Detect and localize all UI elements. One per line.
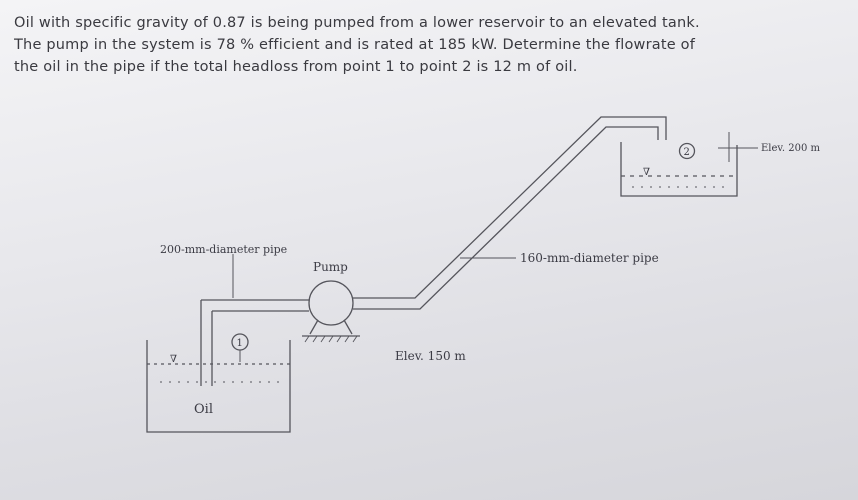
problem-line-3: the oil in the pipe if the total headlos…	[14, 59, 578, 75]
pump-label: Pump	[313, 260, 348, 274]
suction-pipe-label: 200-mm-diameter pipe	[160, 243, 287, 256]
discharge-pipe-label: 160-mm-diameter pipe	[520, 251, 659, 265]
pump-ground-hatch	[304, 335, 358, 343]
lower-surface-symbol: ∇	[170, 354, 177, 365]
problem-line-1: Oil with specific gravity of 0.87 is bei…	[14, 15, 700, 31]
discharge-pipe-lower-wall	[353, 126, 659, 310]
problem-line-2: The pump in the system is 78 % efficient…	[14, 37, 696, 53]
pump-casing	[308, 280, 354, 326]
upper-tank	[620, 142, 738, 197]
oil-label: Oil	[194, 402, 213, 417]
point-2-marker	[678, 142, 696, 160]
tank-elevation-label: Elev. 200 m	[761, 143, 821, 154]
problem-statement: Oil with specific gravity of 0.87 is bei…	[14, 12, 844, 78]
lower-reservoir	[146, 340, 291, 433]
discharge-pipe-upper-wall	[353, 116, 667, 299]
point-1-label: 1	[237, 338, 243, 349]
point-2-label: 2	[684, 147, 690, 158]
pump-support	[309, 319, 353, 335]
pump-elevation-label: Elev. 150 m	[395, 349, 466, 363]
upper-surface-symbol: ∇	[643, 167, 650, 178]
